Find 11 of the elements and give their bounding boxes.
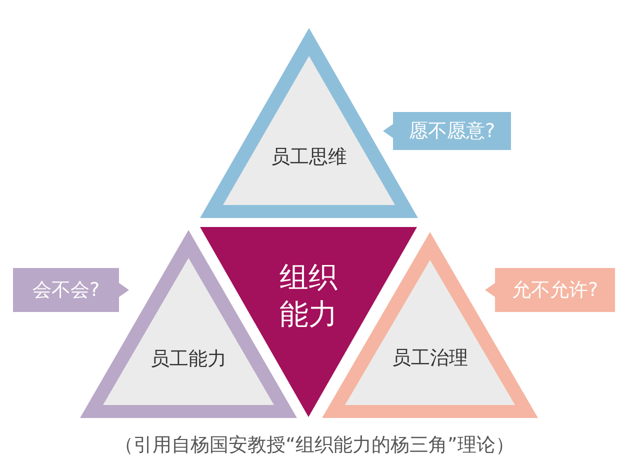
speech-bubble (383, 112, 511, 150)
triangle-label: 组织能力 (278, 259, 338, 332)
caption: （引用自杨国安教授“组织能力的杨三角”理论） (114, 434, 514, 456)
triangle-label: 员工能力 (150, 348, 226, 372)
bubble-label: 允不允许? (512, 278, 598, 302)
bubble-label: 会不会? (32, 278, 100, 302)
speech-bubble (13, 268, 129, 312)
triangle-label: 员工思维 (271, 146, 347, 169)
speech-bubble (485, 268, 615, 312)
bubble-label: 愿不愿意? (408, 120, 496, 142)
triangle-label: 员工治理 (392, 347, 468, 370)
